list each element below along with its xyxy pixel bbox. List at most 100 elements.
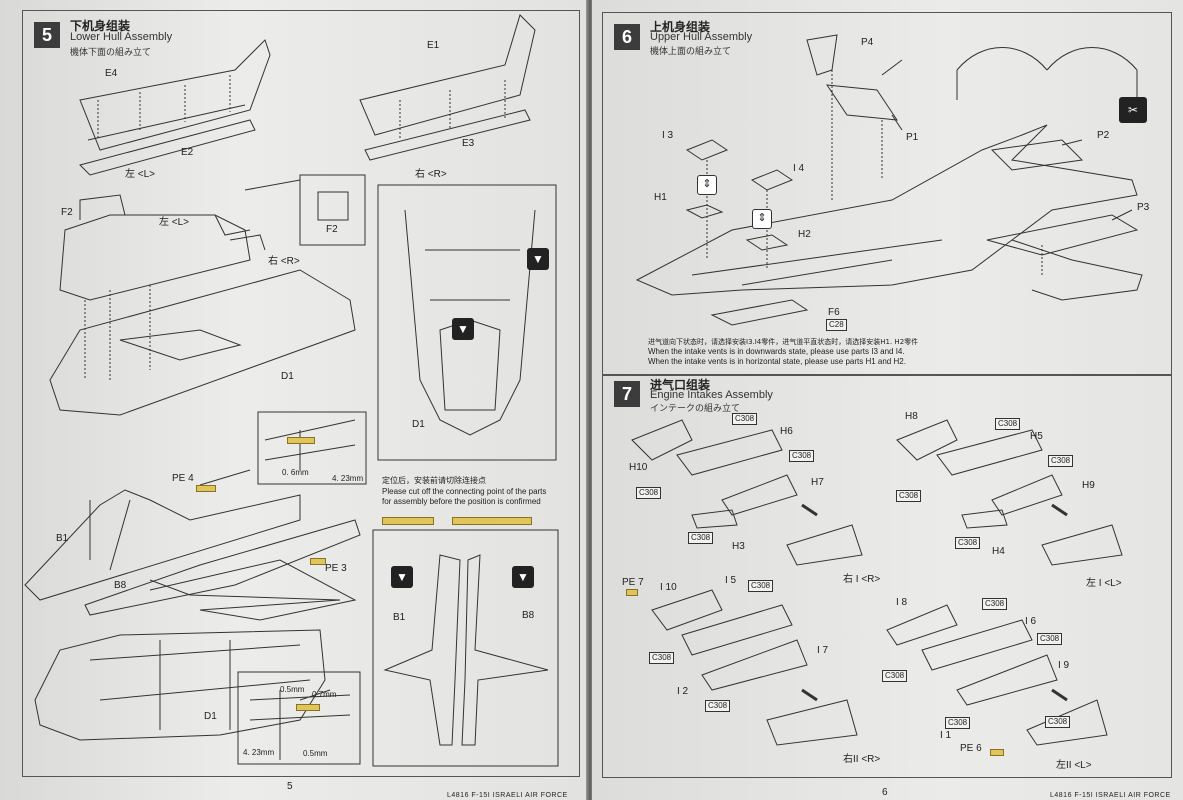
part-label-d1-b: D1 [412,419,425,430]
footer-right: L4816 F-15I ISRAELI AIR FORCE [1050,792,1171,799]
step6-note-cn: 进气道向下状态时，请选择安装I3.I4零件，进气道平直状态时，请选择安装H1. … [648,338,919,346]
part-label-h1: H1 [654,192,667,203]
part-label-i10: I 10 [660,582,677,593]
glue-icon: ▼ [512,566,534,588]
part-label-p1: P1 [906,132,919,143]
part-label-h5: H5 [1030,431,1043,442]
right-label-1: 右 I <R> [843,574,881,585]
step6-title-cn: 上机身组装 [650,20,711,34]
dim-423mm-b: 4. 23mm [243,748,275,757]
step7-title-jp: インテークの組み立て [650,404,741,414]
part-label-b8-a: B8 [114,580,127,591]
part-label-e4: E4 [105,68,118,79]
step5-title-cn: 下机身组装 [70,19,131,33]
step6-frame [602,12,1172,376]
step6-note-en-1: When the intake vents is in downwards st… [648,347,905,356]
vent-down-icon: ⇕ [697,175,717,195]
left-label-1: 左 I <L> [1086,578,1122,589]
part-label-i7: I 7 [817,645,829,656]
part-label-h9: H9 [1082,480,1095,491]
part-label-h7: H7 [811,477,824,488]
step6-note-en-2: When the intake vents is in horizontal s… [648,357,906,366]
part-label-h3: H3 [732,541,745,552]
part-label-i4: I 4 [793,163,805,174]
page-5: 5 下机身组装 Lower Hull Assembly 機体下面の組み立て [0,0,589,800]
part-label-pe4: PE 4 [172,473,194,484]
part-label-p2: P2 [1097,130,1110,141]
part-label-d1-a: D1 [281,371,294,382]
part-ref-c308: C308 [636,487,662,499]
part-ref-c308: C308 [955,537,981,549]
part-label-f2: F2 [61,207,73,218]
step5-title-jp: 機体下面の組み立て [70,48,152,58]
dim-07mm: 0.7mm [312,690,337,699]
pe7-part [626,589,638,596]
left-label-2: 左II <L> [1056,760,1092,771]
part-ref-c308: C308 [688,532,714,544]
part-label-i1: I 1 [940,730,952,741]
part-label-i3: I 3 [662,130,674,141]
part-label-pe7: PE 7 [622,577,644,588]
dim-06mm: 0. 6mm [282,468,309,477]
pe-inset-part-top [287,437,315,444]
part-ref-c308: C308 [789,450,815,462]
part-ref-c308: C308 [945,717,971,729]
step6-title-en: Upper Hull Assembly [650,31,753,43]
part-label-h6: H6 [780,426,793,437]
step7-title-cn: 进气口组装 [650,378,711,392]
part-label-h8: H8 [905,411,918,422]
step7-number: 7 [614,381,640,407]
part-label-d1-c: D1 [204,711,217,722]
part-ref-c308: C308 [1045,716,1071,728]
lower-hull-drawings [24,14,559,767]
part-ref-c308: C308 [732,413,758,425]
part-label-h10: H10 [629,462,648,473]
dim-05mm-a: 0.5mm [280,685,305,694]
part-ref-c308: C308 [748,580,774,592]
part-ref-c308: C308 [982,598,1008,610]
step7-frame [602,374,1172,778]
part-ref-c308: C308 [1048,455,1074,467]
part-label-b1-a: B1 [56,533,69,544]
part-label-f2-detail: F2 [326,224,338,235]
upper-hull-drawings [631,34,1143,746]
left-label-b: 左 <L> [159,217,190,228]
part-ref-c28: C28 [826,319,847,331]
page-6: 6 上机身组装 Upper Hull Assembly 機体上面の組み立て [592,0,1183,800]
right-label-2: 右II <R> [843,754,881,765]
glue-icon: ▼ [391,566,413,588]
pe4-part [196,485,216,492]
footer-left: L4816 F-15I ISRAELI AIR FORCE [447,792,568,799]
part-label-p4: P4 [861,37,874,48]
dim-423mm-a: 4. 23mm [332,474,364,483]
part-label-i5: I 5 [725,575,737,586]
part-label-pe6: PE 6 [960,743,982,754]
pe6-part [990,749,1004,756]
part-label-i2: I 2 [677,686,689,697]
part-label-e2: E2 [181,147,194,158]
step5-title-en: Lower Hull Assembly [70,31,173,43]
part-label-i6: I 6 [1025,616,1037,627]
part-ref-c308: C308 [896,490,922,502]
cut-notice-cn: 定位后，安装前请切除连接点 [382,476,486,485]
cut-notice-en-2: for assembly before the position is conf… [382,497,541,506]
part-ref-c308: C308 [649,652,675,664]
part-ref-c308: C308 [882,670,908,682]
pe-inset-part-bottom [296,704,320,711]
part-label-p3: P3 [1137,202,1150,213]
part-label-b1-b: B1 [393,612,406,623]
part-ref-c308: C308 [705,700,731,712]
step7-title-en: Engine Intakes Assembly [650,389,773,401]
step6-number: 6 [614,24,640,50]
part-label-h2: H2 [798,229,811,240]
part-ref-c308: C308 [1037,633,1063,645]
step5-number: 5 [34,22,60,48]
part-label-e1: E1 [427,40,440,51]
part-label-i8: I 8 [896,597,908,608]
right-label-a: 右 <R> [415,169,447,180]
glue-icon: ▼ [527,248,549,270]
cut-tool-icon: ✂ [1119,97,1147,123]
cut-notice-en-1: Please cut off the connecting point of t… [382,487,547,496]
page-number-left: 5 [287,781,293,792]
part-label-pe3: PE 3 [325,563,347,574]
